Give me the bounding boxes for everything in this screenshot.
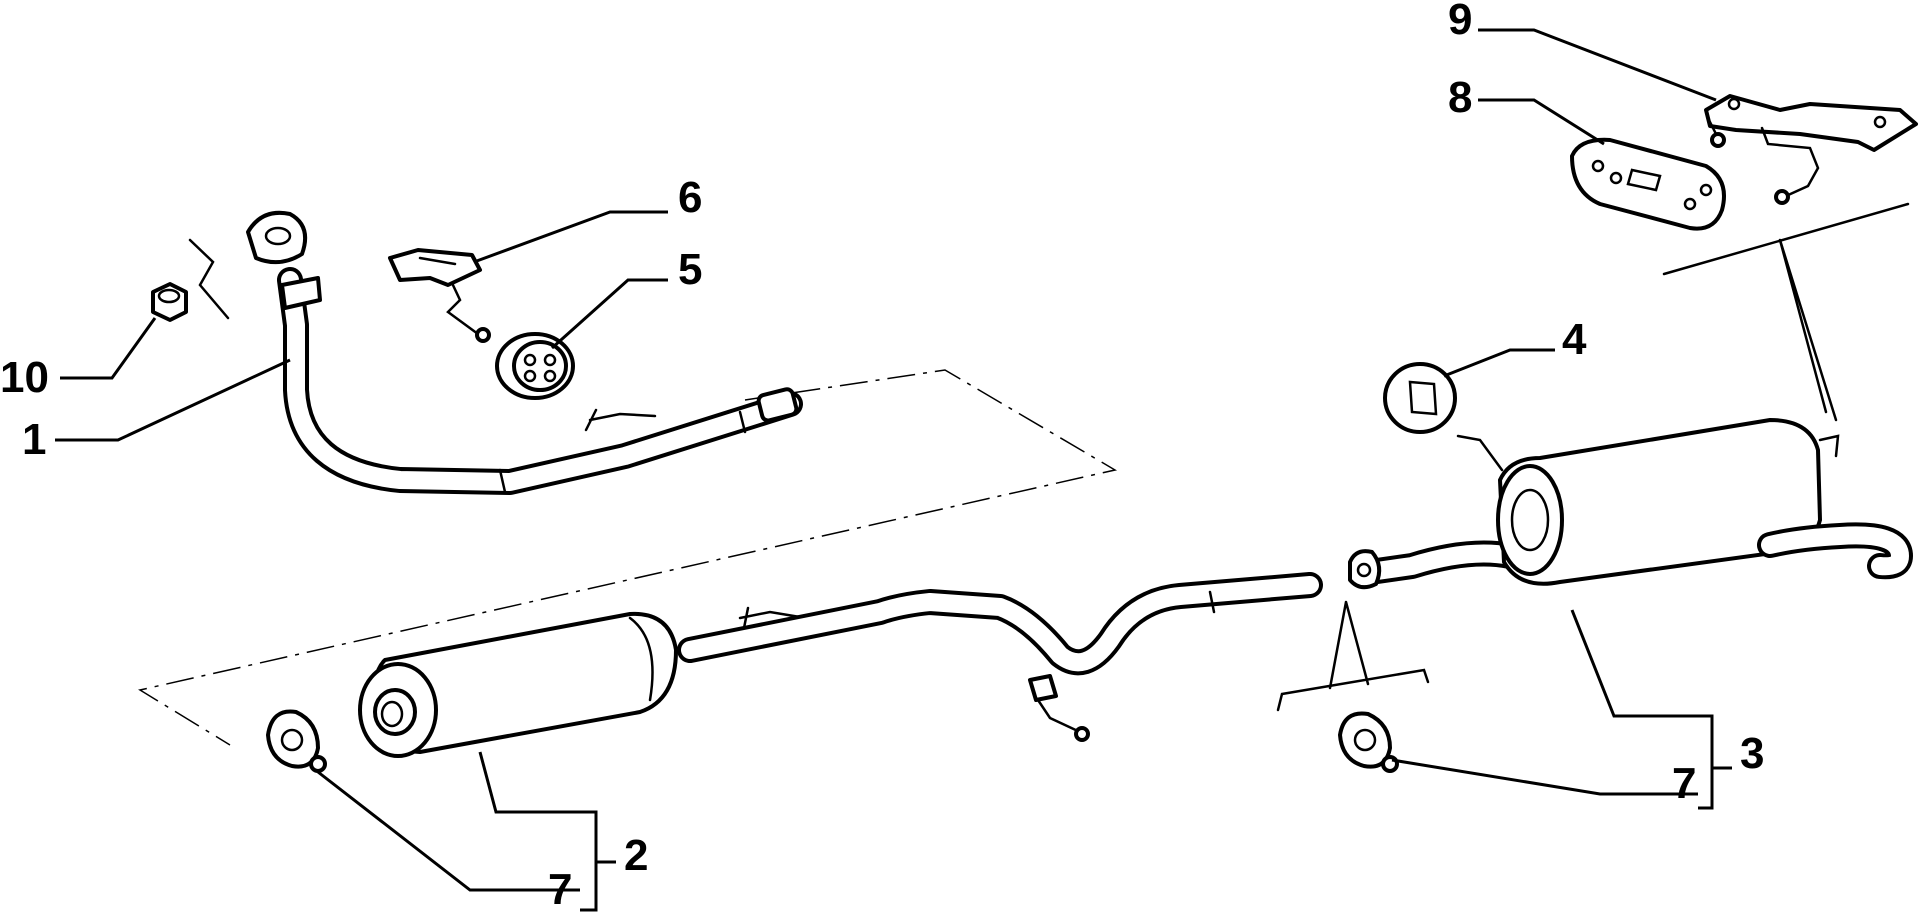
assembly-pointer-lines: [1662, 202, 1910, 422]
rear-silencer-part-3: [1348, 418, 1913, 590]
centre-pipe-part-2: [358, 572, 1323, 758]
gasket-part-8: [1570, 137, 1726, 231]
callout-labels: 1 10 6 5 4 8 9 7 2 7 3: [0, 0, 1764, 913]
leader-lines: [55, 28, 1732, 912]
callout-7-left: 7: [548, 865, 572, 913]
callout-3: 3: [1740, 729, 1764, 778]
callout-10: 10: [0, 353, 49, 402]
callout-9: 9: [1448, 0, 1472, 44]
nut-part-10: [151, 238, 230, 322]
clamp-part-7-right: [1276, 600, 1430, 773]
callout-2: 2: [624, 831, 648, 880]
callout-1: 1: [22, 415, 46, 464]
rubber-mount-part-5: [495, 332, 575, 400]
callout-4: 4: [1562, 315, 1587, 364]
rubber-mount-part-4: [1383, 362, 1457, 434]
assembly-outline: [138, 369, 1118, 746]
callout-7-right: 7: [1672, 759, 1696, 808]
callout-5: 5: [678, 245, 702, 294]
callout-8: 8: [1448, 73, 1472, 122]
callout-6: 6: [678, 173, 702, 222]
clamp-part-7-left: [266, 709, 327, 773]
bracket-part-6: [388, 248, 491, 343]
bracket-part-9: [1704, 94, 1918, 205]
front-pipe-part-1: [246, 210, 803, 495]
